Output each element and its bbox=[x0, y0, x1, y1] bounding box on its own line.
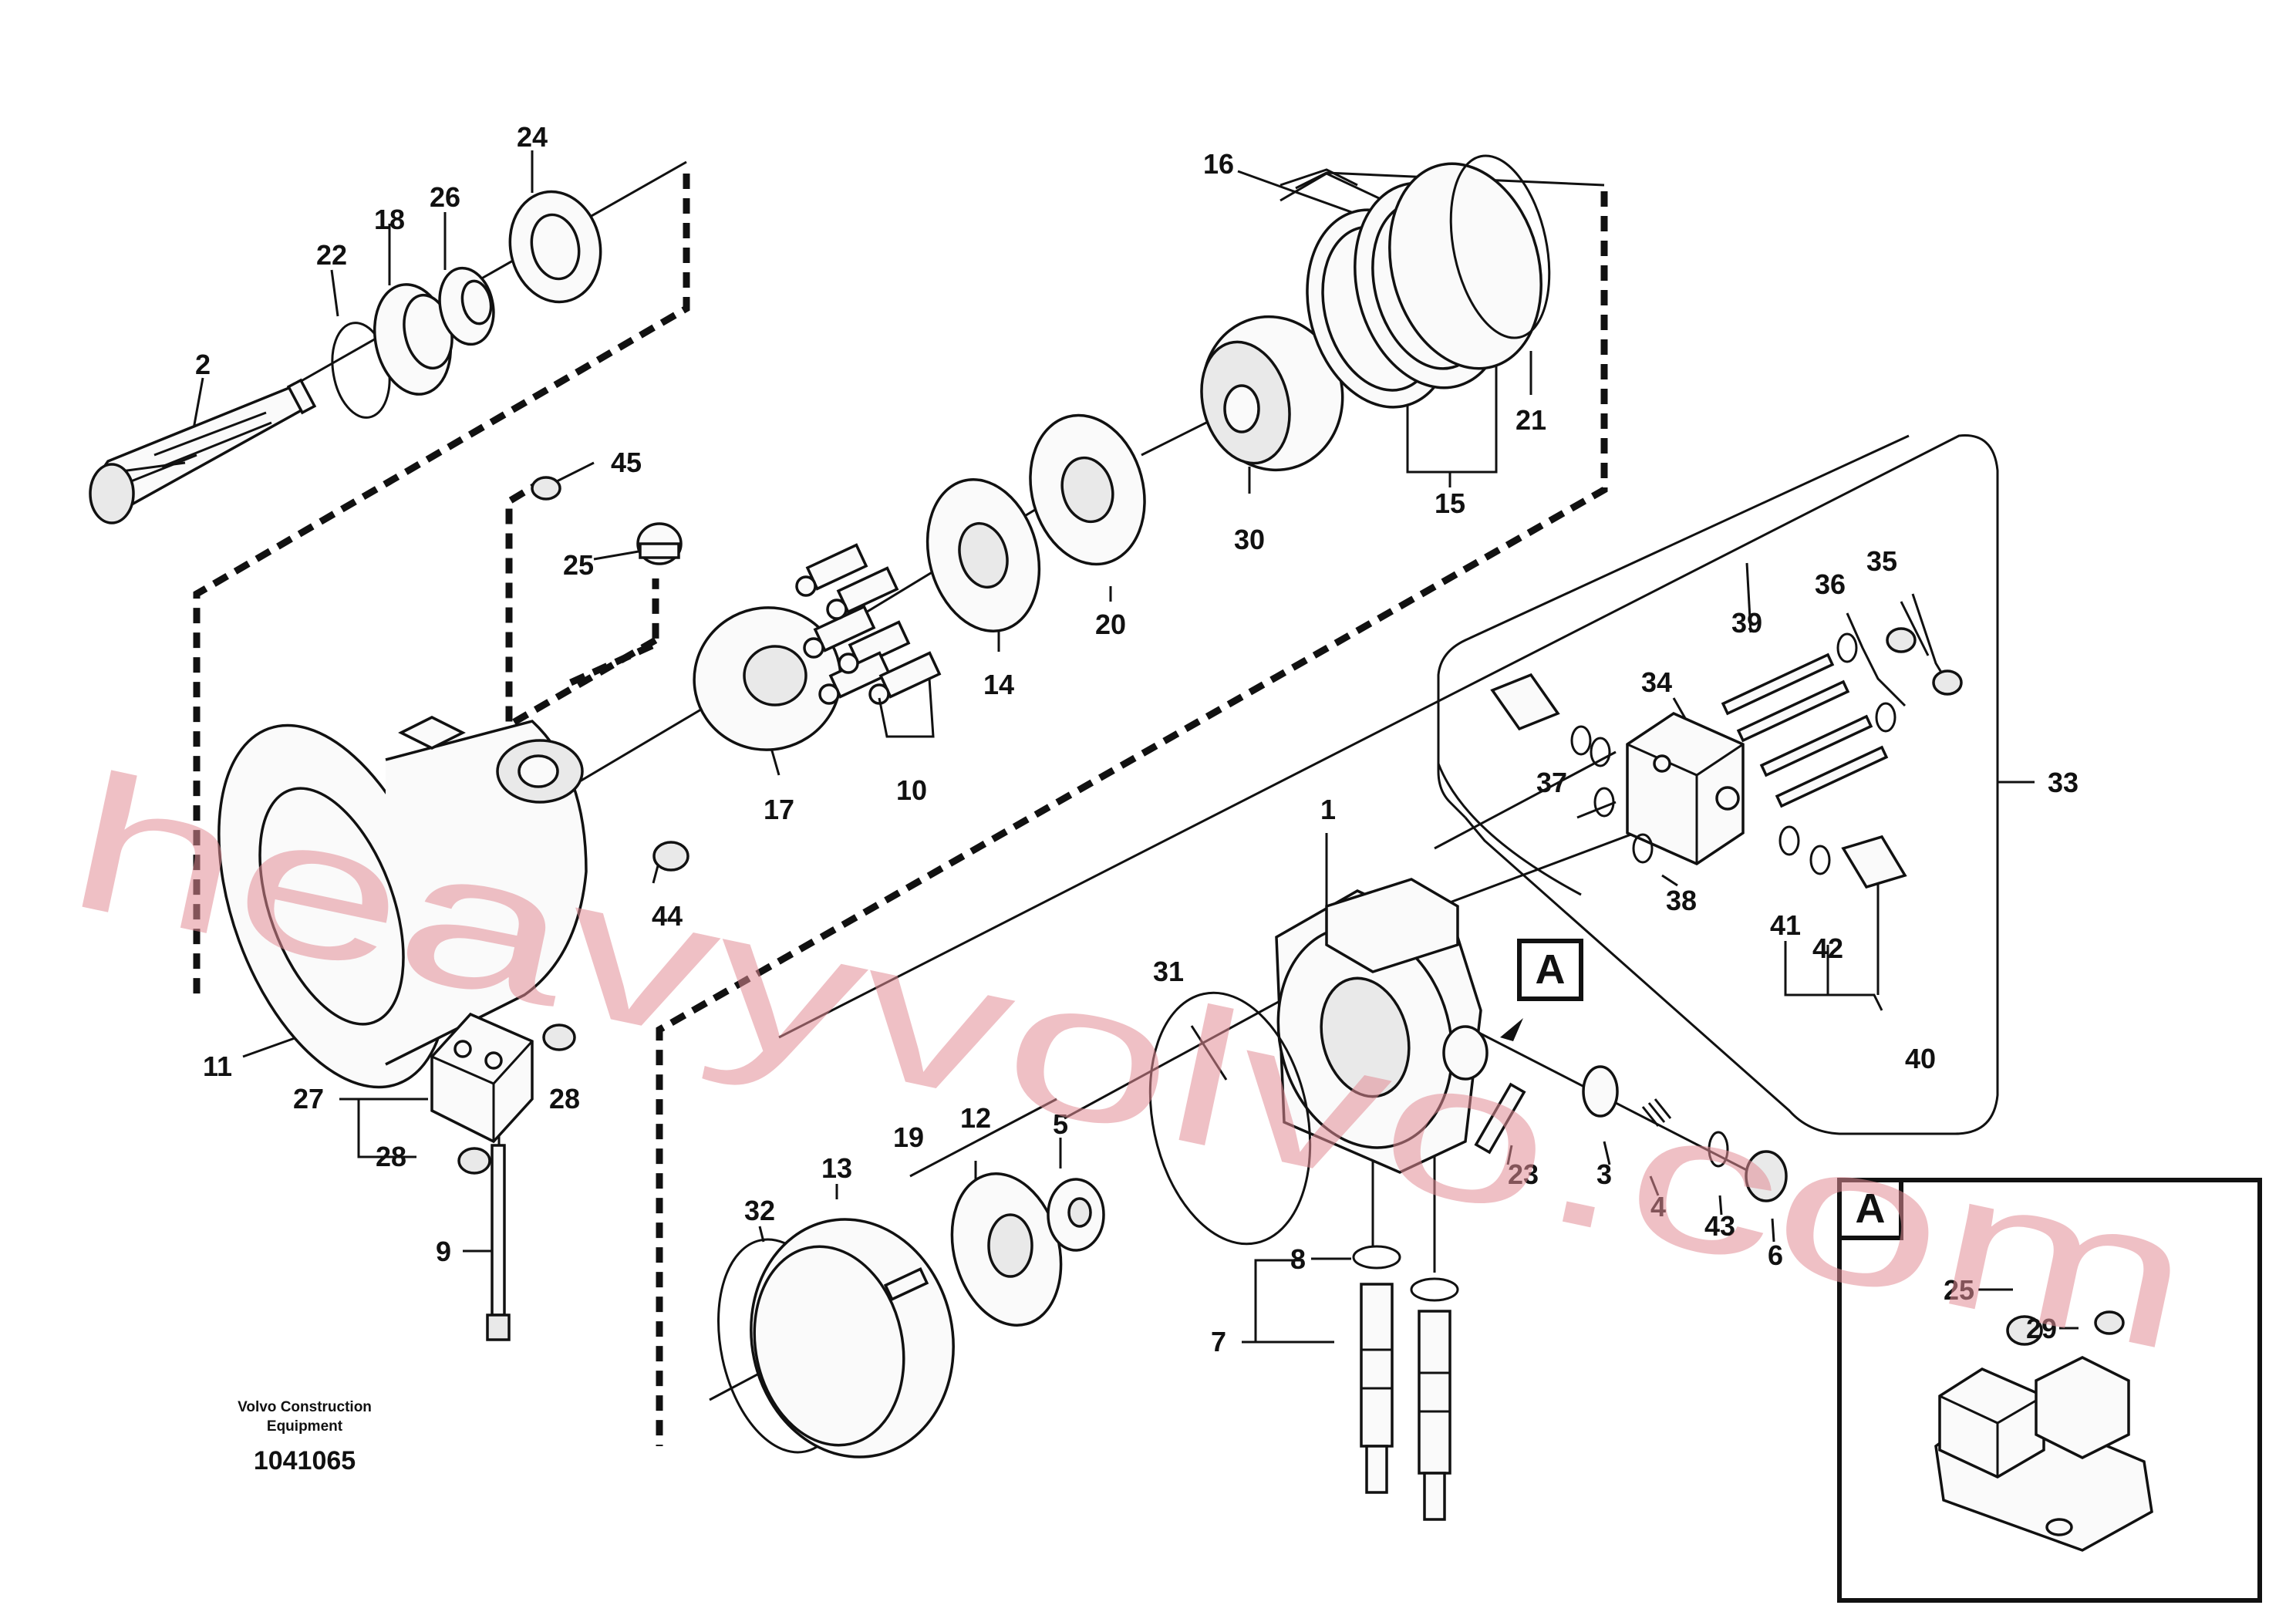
part-bolt bbox=[486, 1144, 511, 1341]
part-pistons bbox=[795, 543, 942, 738]
dashed-boundaries bbox=[193, 174, 1608, 1446]
part-thrust-plate bbox=[693, 606, 842, 751]
callout-9: 9 bbox=[436, 1236, 451, 1267]
callout-31: 31 bbox=[1153, 956, 1184, 987]
inset-detail-a: A bbox=[1837, 1178, 2262, 1603]
callout-36: 36 bbox=[1815, 568, 1846, 600]
callout-39: 39 bbox=[1731, 607, 1762, 639]
part-oring-cover bbox=[1148, 991, 1312, 1246]
callout-18: 18 bbox=[374, 204, 405, 235]
part-seal bbox=[438, 266, 495, 346]
callout-4: 4 bbox=[1650, 1191, 1666, 1222]
detail-a-marker-label: A bbox=[1536, 946, 1566, 993]
callout-33: 33 bbox=[2048, 767, 2079, 798]
callout-35: 35 bbox=[1866, 545, 1897, 577]
callout-25-inset: 25 bbox=[1944, 1274, 1974, 1306]
detail-a-marker: A bbox=[1500, 939, 1583, 1041]
callout-25: 25 bbox=[563, 549, 594, 581]
callout-45: 45 bbox=[611, 447, 642, 478]
callout-34: 34 bbox=[1641, 666, 1672, 698]
callout-13: 13 bbox=[821, 1152, 852, 1184]
callout-38: 38 bbox=[1666, 885, 1697, 916]
part-front-assembly bbox=[717, 1172, 1105, 1458]
callout-28: 28 bbox=[549, 1083, 580, 1114]
callout-10: 10 bbox=[896, 774, 927, 806]
callout-11: 11 bbox=[203, 1050, 232, 1082]
part-solenoid-block bbox=[1490, 627, 1963, 889]
callout-16: 16 bbox=[1203, 148, 1234, 180]
callout-17: 17 bbox=[764, 794, 794, 825]
drawing-number: 1041065 bbox=[254, 1446, 356, 1475]
callout-15: 15 bbox=[1435, 487, 1465, 519]
callout-26: 26 bbox=[430, 181, 460, 213]
callout-37: 37 bbox=[1536, 767, 1567, 798]
part-relief-valve bbox=[1474, 1065, 1788, 1202]
callout-23: 23 bbox=[1508, 1158, 1539, 1190]
callout-3: 3 bbox=[1596, 1158, 1612, 1190]
callout-1: 1 bbox=[1320, 794, 1336, 825]
callout-41: 41 bbox=[1770, 909, 1801, 941]
inset-a-label: A bbox=[1856, 1185, 1886, 1232]
callout-30: 30 bbox=[1234, 524, 1265, 555]
part-motor-housing bbox=[217, 716, 588, 1089]
callout-14: 14 bbox=[983, 669, 1014, 700]
callout-7: 7 bbox=[1211, 1326, 1226, 1357]
callout-28-lower: 28 bbox=[376, 1141, 406, 1172]
callout-21: 21 bbox=[1515, 404, 1546, 436]
part-valve-plate bbox=[1029, 413, 1146, 566]
callout-2: 2 bbox=[195, 349, 211, 380]
callout-40: 40 bbox=[1905, 1043, 1936, 1074]
callout-8: 8 bbox=[1290, 1243, 1306, 1275]
part-valve-block bbox=[430, 1012, 534, 1144]
callout-6: 6 bbox=[1768, 1239, 1783, 1271]
callout-numbers: 24 16 26 18 22 2 45 25 21 15 30 20 14 17… bbox=[195, 121, 2079, 1357]
callout-20: 20 bbox=[1095, 609, 1126, 640]
credit-line-1: Volvo Construction bbox=[238, 1399, 372, 1415]
callout-5: 5 bbox=[1053, 1108, 1068, 1140]
callout-29: 29 bbox=[2026, 1313, 2057, 1344]
callout-43: 43 bbox=[1704, 1210, 1735, 1242]
part-plug bbox=[531, 476, 683, 565]
callout-22: 22 bbox=[316, 239, 347, 271]
credit-line-2: Equipment bbox=[267, 1418, 343, 1435]
callout-32: 32 bbox=[744, 1195, 775, 1226]
part-motor-cover bbox=[1275, 878, 1489, 1174]
part-retainer-plate bbox=[925, 477, 1041, 633]
callout-19: 19 bbox=[893, 1121, 924, 1153]
callout-12: 12 bbox=[960, 1102, 991, 1134]
part-brake-pack bbox=[1306, 154, 1551, 409]
part-cylinder-block bbox=[1200, 315, 1344, 472]
callout-24: 24 bbox=[517, 121, 548, 153]
credit-block: Volvo Construction Equipment 1041065 bbox=[238, 1399, 372, 1475]
callout-42: 42 bbox=[1812, 932, 1843, 964]
part-small-plugs bbox=[457, 841, 689, 1175]
callout-27: 27 bbox=[293, 1083, 324, 1114]
part-bearing-outer bbox=[508, 190, 602, 304]
callout-44: 44 bbox=[652, 900, 683, 932]
part-shaft bbox=[89, 378, 317, 524]
part-spools bbox=[1352, 1245, 1459, 1521]
